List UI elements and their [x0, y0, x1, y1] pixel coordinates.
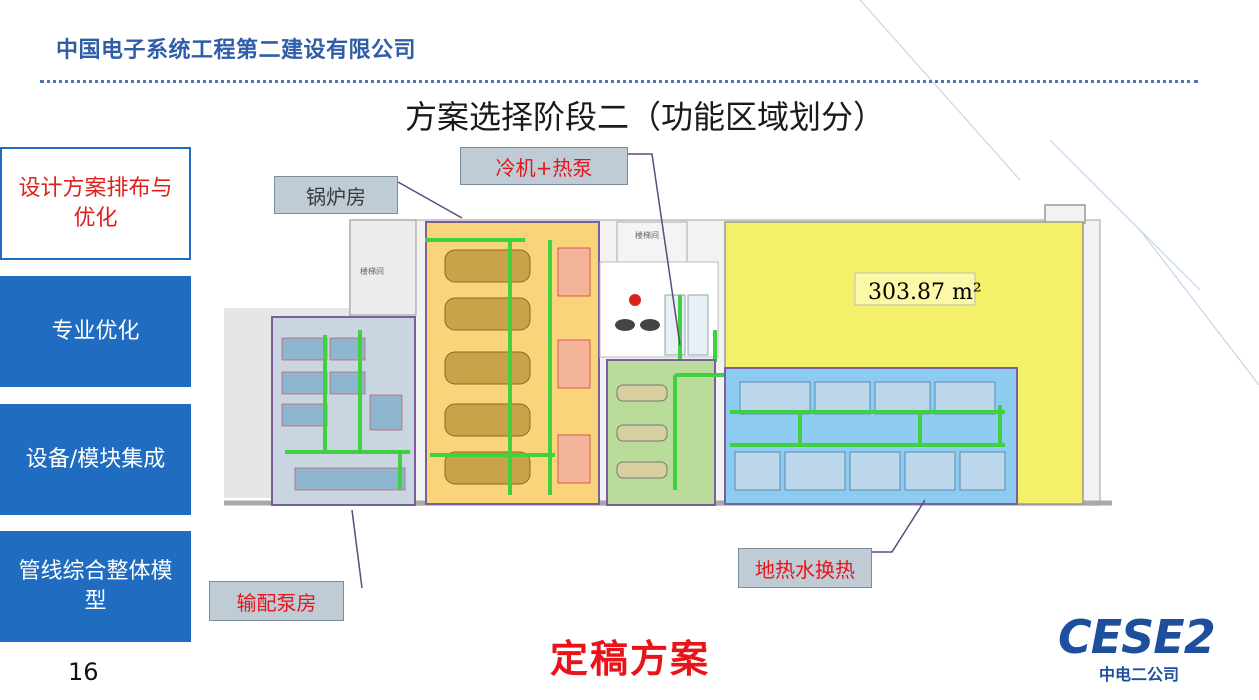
- sidebar-item-equipment-integration[interactable]: 设备/模块集成: [0, 404, 191, 515]
- callout-boiler-room: 锅炉房: [274, 176, 398, 214]
- boiler-piping: [425, 238, 555, 495]
- exchangers: [616, 384, 668, 479]
- stair-room: [349, 219, 417, 316]
- equipment-marker: [629, 294, 641, 306]
- callout-label: 地热水换热: [755, 557, 855, 582]
- slide-title: 方案选择阶段二（功能区域划分）: [405, 98, 886, 136]
- sidebar-item-label: 管线综合整体模型: [18, 558, 173, 614]
- equipment-marker: [640, 319, 660, 331]
- geothermal-piping: [730, 405, 1005, 447]
- decorative-lines: [859, 0, 1259, 386]
- stair-room-2: [616, 221, 688, 263]
- chiller-piping: [678, 295, 717, 362]
- pump-piping: [285, 330, 410, 490]
- callout-label: 输配泵房: [236, 590, 317, 615]
- sidebar-item-label: 专业优化: [51, 318, 140, 344]
- callout-chiller-heatpump: 冷机+热泵: [460, 147, 628, 185]
- company-logo-subtitle: 中电二公司: [1099, 665, 1180, 684]
- sidebar-item-label: 设计方案排布与优化: [18, 175, 173, 231]
- equipment-marker: [615, 319, 635, 331]
- callout-pump-room: 输配泵房: [209, 581, 344, 621]
- page-number: 16: [68, 658, 99, 686]
- area-label: 303.87 m²: [868, 280, 982, 305]
- final-plan-label: 定稿方案: [550, 637, 711, 681]
- stair-label-2: 楼梯间: [635, 230, 659, 240]
- cooling-piping: [673, 373, 730, 490]
- sidebar-item-label: 设备/模块集成: [25, 446, 166, 472]
- area-label-box: [854, 272, 976, 306]
- callout-label: 锅炉房: [306, 184, 366, 209]
- company-logo: CESE2: [1058, 610, 1216, 664]
- sidebar-item-professional-optimization[interactable]: 专业优化: [0, 276, 191, 387]
- company-name: 中国电子系统工程第二建设有限公司: [56, 38, 417, 63]
- header-divider: [40, 80, 1198, 83]
- geothermal-units: [734, 381, 1006, 491]
- sidebar-item-pipeline-model[interactable]: 管线综合整体模型: [0, 531, 191, 642]
- callout-label: 冷机+热泵: [495, 155, 593, 180]
- boiler-equipment: [557, 247, 591, 484]
- stair-label: 楼梯间: [360, 266, 384, 276]
- pump-equipment: [281, 337, 406, 491]
- callout-geothermal: 地热水换热: [738, 548, 872, 588]
- sidebar-item-design-layout[interactable]: 设计方案排布与优化: [0, 147, 191, 260]
